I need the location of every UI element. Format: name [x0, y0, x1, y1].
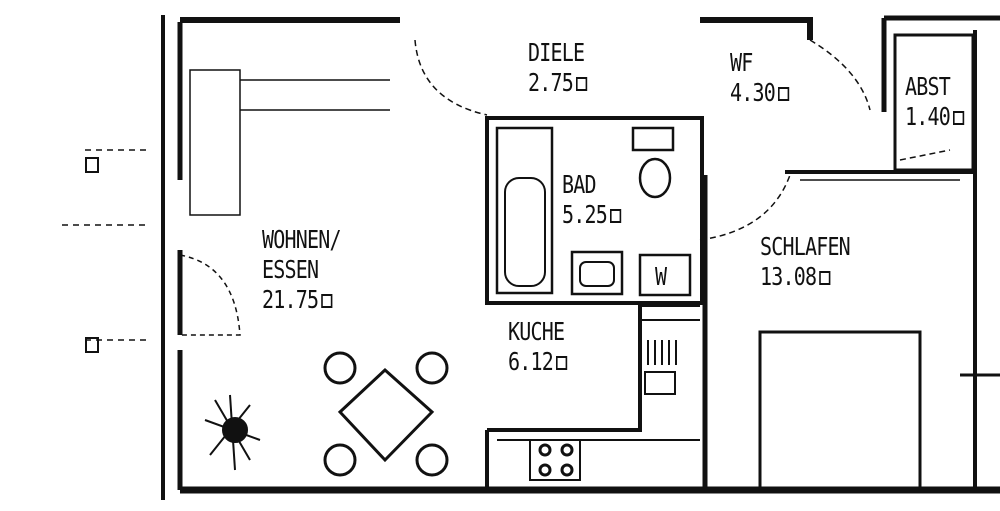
bathtub-icon [495, 126, 554, 295]
stove-burner [560, 443, 574, 457]
square-meter-icon [953, 111, 965, 125]
balcony-post [85, 157, 99, 173]
balcony-outline [62, 149, 150, 341]
room-area: 13.08 [760, 262, 817, 291]
balcony-post [85, 337, 99, 353]
square-meter-icon [576, 77, 588, 91]
dish-rack-icon [647, 340, 677, 365]
kitchen-counter-outline [485, 303, 700, 490]
kitchen-sink-icon [644, 371, 676, 395]
room-area: 5.25 [562, 200, 608, 229]
chair-icon [415, 443, 449, 477]
room-name: WF [730, 48, 753, 77]
square-meter-icon [610, 209, 622, 223]
room-name: ABST [905, 72, 951, 101]
sink-icon [570, 250, 624, 296]
bedroom-wall [785, 170, 977, 490]
chair-icon [323, 443, 357, 477]
bathtub-basin [504, 177, 546, 287]
room-name: DIELE [528, 38, 585, 67]
square-meter-icon [778, 87, 790, 101]
room-name: SCHLAFEN [760, 232, 851, 261]
room-name: WOHNEN/ [262, 225, 341, 254]
toilet-icon [631, 126, 675, 152]
built-in-shelf [189, 69, 390, 216]
stove-icon [529, 439, 581, 481]
dining-table-icon [337, 367, 435, 463]
stove-burner [538, 463, 552, 477]
toilet-bowl [638, 157, 672, 199]
washer-label: W [655, 262, 667, 291]
washer-icon [638, 253, 692, 297]
room-name: BAD [562, 170, 597, 199]
room-area: 21.75 [262, 285, 319, 314]
bathroom-walls [485, 116, 704, 305]
plant-icon [204, 394, 261, 471]
storage-door-swing [899, 149, 951, 161]
entrance-door-swing [414, 39, 488, 116]
balcony-door-swing [179, 254, 241, 336]
room-area: 4.30 [730, 78, 776, 107]
outer-wall-top [180, 17, 813, 40]
stove-burner [560, 463, 574, 477]
room-area: 6.12 [508, 347, 554, 376]
room-area: 1.40 [905, 102, 951, 131]
square-meter-icon [819, 271, 831, 285]
sink-basin [579, 261, 615, 287]
bed-icon [758, 330, 922, 494]
bedroom-door-swing [699, 174, 791, 241]
room-area: 2.75 [528, 68, 574, 97]
square-meter-icon [556, 356, 568, 370]
outer-wall-top-right [881, 15, 1000, 112]
square-meter-icon [321, 294, 333, 308]
wf-door-swing [809, 39, 871, 111]
room-name: KUCHE [508, 317, 565, 346]
stove-burner [538, 443, 552, 457]
chair-icon [415, 351, 449, 385]
chair-icon [323, 351, 357, 385]
room-name-line2: ESSEN [262, 255, 319, 284]
